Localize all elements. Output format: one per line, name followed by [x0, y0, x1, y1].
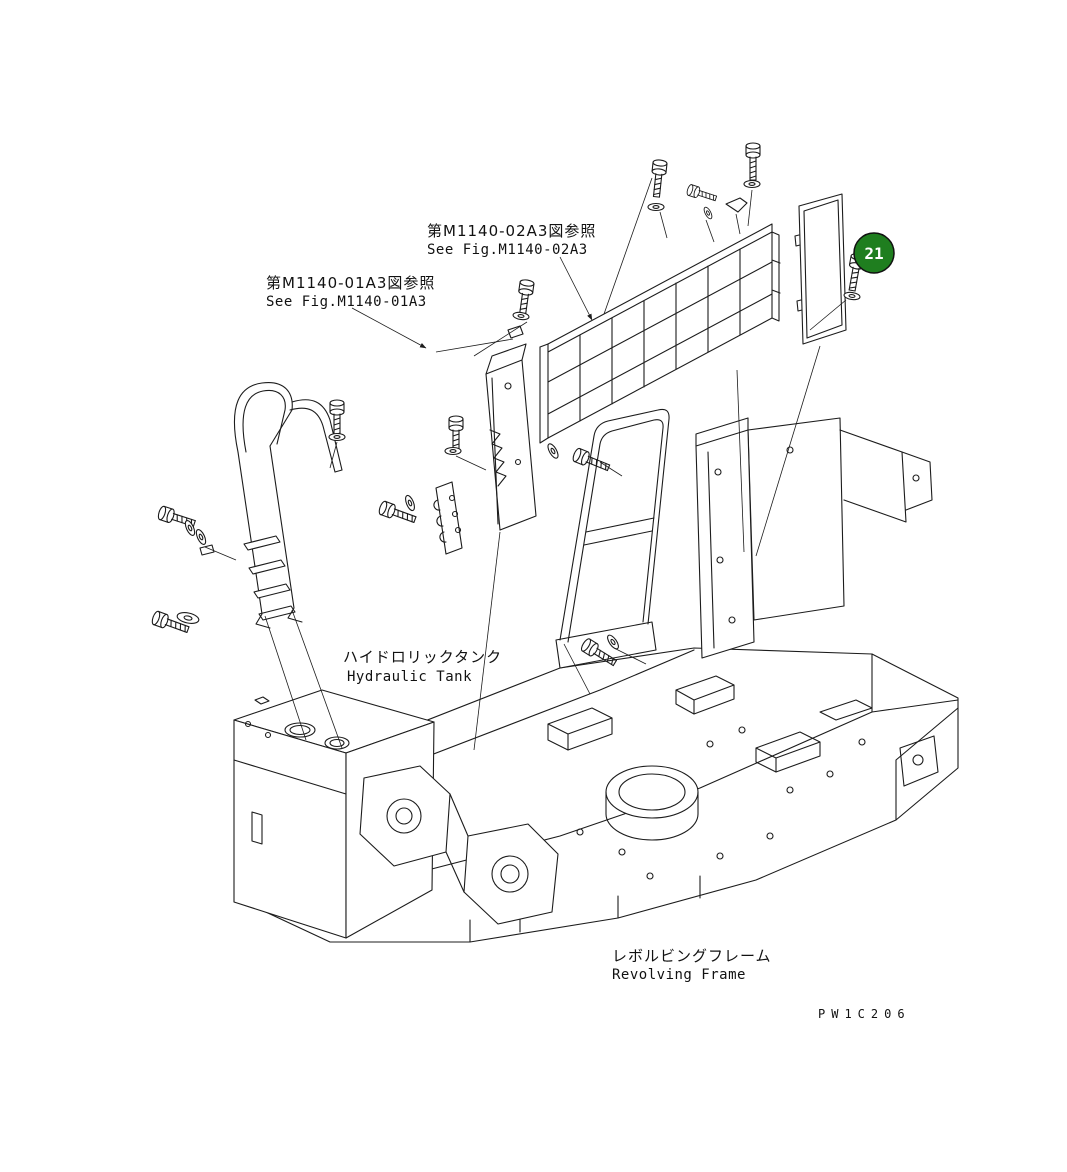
boom-bracket-drawing [359, 765, 559, 925]
see-fig-01a3-label-jp: 第M1140-01A3図参照 [266, 274, 435, 292]
guard-frame-drawing [555, 408, 670, 669]
clamp [725, 197, 748, 213]
rear-cover-panel-drawing [539, 223, 781, 444]
hydraulic-tank-label-en: Hydraulic Tank [347, 669, 472, 685]
revolving-frame-label-en: Revolving Frame [612, 967, 746, 983]
clip [199, 544, 215, 556]
washer [444, 446, 462, 456]
callout-21[interactable]: 21 [853, 232, 895, 274]
side-door-panel-drawing [794, 193, 847, 345]
clip [507, 325, 524, 339]
side-cover-panel-drawing [485, 343, 537, 531]
hydraulic-tank-label-jp: ハイドロリックタンク [343, 648, 502, 666]
callout-number: 21 [864, 244, 883, 263]
revolving-frame-label-jp: レボルビングフレーム [612, 947, 772, 965]
washer [193, 527, 209, 547]
see-fig-01a3-label-en: See Fig.M1140-01A3 [266, 294, 427, 310]
bolt [685, 183, 719, 205]
washer [512, 310, 530, 322]
callout-circle [853, 232, 895, 274]
washer [328, 432, 346, 442]
see-fig-02a3-label-jp: 第M1140-02A3図参照 [427, 222, 596, 240]
fasteners [150, 142, 866, 670]
see-fig-02a3-label-en: See Fig.M1140-02A3 [427, 242, 588, 258]
washer [843, 290, 861, 302]
frame-wall-enclosure-drawing [695, 417, 933, 659]
bracket-strip-drawing [433, 481, 463, 555]
drawing-code: PW1C206 [818, 1007, 911, 1021]
labels: 第M1140-02A3図参照 See Fig.M1140-02A3 第M1140… [266, 222, 911, 1021]
ladder-drawing [233, 382, 343, 629]
leader-lines [204, 177, 847, 751]
bolt [745, 142, 761, 181]
washer [647, 202, 665, 212]
washer [702, 205, 714, 221]
washer [403, 493, 417, 513]
bolt [329, 399, 345, 438]
washer [743, 179, 761, 189]
washer [545, 441, 561, 461]
